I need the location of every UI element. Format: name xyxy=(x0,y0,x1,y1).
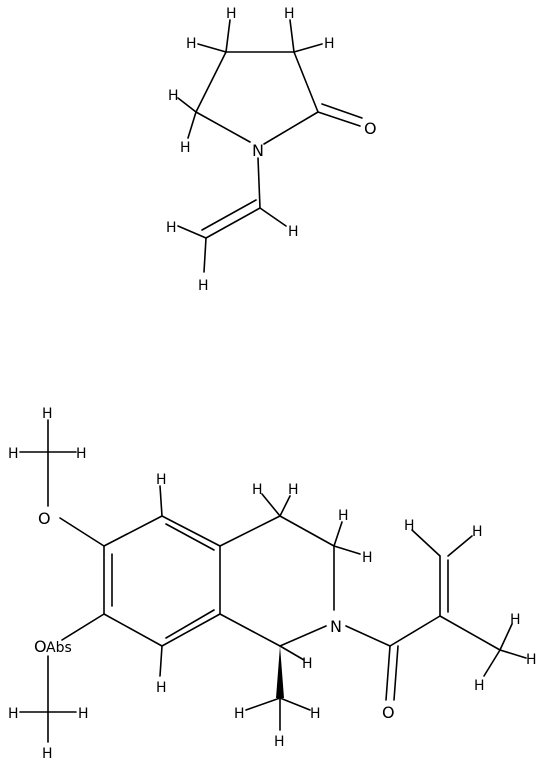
oxygen-label: O xyxy=(38,509,51,528)
oxygen-label: O xyxy=(34,637,47,656)
hydrogen-label: H xyxy=(324,36,335,52)
hydrogen-label: H xyxy=(310,706,321,722)
hydrogen-label: H xyxy=(166,220,177,236)
hydrogen-label: H xyxy=(226,6,237,22)
hydrogen-label: H xyxy=(168,88,179,104)
bond-carbonyl-calpha xyxy=(389,615,441,647)
bond-ring xyxy=(103,515,163,547)
bond-h xyxy=(279,645,305,661)
hydrogen-label: H xyxy=(156,472,167,488)
abs-stereo-label: Abs xyxy=(46,640,72,656)
oxygen-label: O xyxy=(382,703,395,722)
hydrogen-label: H xyxy=(338,508,349,524)
hydrogen-label: H xyxy=(8,706,19,722)
hydrogen-label: H xyxy=(510,612,521,628)
bond-c4a-c4 xyxy=(219,515,281,547)
bond-c-o-2 xyxy=(393,645,399,701)
hydrogen-label: H xyxy=(8,446,19,462)
hydrogen-label: H xyxy=(288,224,299,240)
hydrogen-label: H xyxy=(526,652,537,668)
hydrogen-label: H xyxy=(234,706,245,722)
bond-n-carbonyl xyxy=(345,625,391,647)
bond-h xyxy=(333,521,343,547)
hydrogen-label: H xyxy=(288,482,299,498)
bond-h xyxy=(447,535,473,557)
hydrogen-label: H xyxy=(186,36,197,52)
hydrogen-label: H xyxy=(474,678,485,694)
bond-c4-c3 xyxy=(279,515,335,547)
bond-h xyxy=(259,207,287,227)
bond-c6-o xyxy=(59,517,105,547)
bond-h xyxy=(411,529,441,557)
stereo-wedge xyxy=(276,646,284,698)
hydrogen-label: H xyxy=(180,140,191,156)
bond-vinyl-double xyxy=(205,207,261,239)
bond-h xyxy=(159,645,163,677)
bond-c1-c8a xyxy=(219,613,281,647)
bond-ring xyxy=(161,515,221,547)
bond-h xyxy=(499,649,527,659)
bond-c5-c4 xyxy=(195,51,227,113)
bond-h xyxy=(279,697,311,711)
bond-h xyxy=(197,43,227,53)
bond-ring xyxy=(103,613,163,647)
bond-h xyxy=(289,19,295,53)
bond-c3-c2 xyxy=(293,51,319,113)
bond-h xyxy=(245,697,281,711)
hydrogen-label: H xyxy=(362,550,373,566)
bond-ring-inner xyxy=(165,523,215,551)
hydrogen-label: H xyxy=(78,706,89,722)
bond-h xyxy=(279,495,291,517)
bond-vinyl-double-2 xyxy=(201,199,257,231)
hydrogen-label: H xyxy=(472,524,483,540)
hydrogen-label: H xyxy=(302,656,313,672)
bond-h xyxy=(499,623,513,651)
bond-c-o xyxy=(385,645,391,701)
bond-h xyxy=(177,97,197,113)
hydrogen-label: H xyxy=(42,406,53,422)
bond-h xyxy=(261,493,281,517)
hydrogen-label: H xyxy=(76,446,87,462)
bond-n-c1 xyxy=(279,625,327,647)
bond-n-vinyl xyxy=(257,157,261,209)
bond-h xyxy=(203,237,207,273)
bond-h xyxy=(225,19,231,53)
bond-h xyxy=(483,649,501,677)
bond-c2-o xyxy=(317,111,361,127)
bond-ring xyxy=(161,613,221,647)
bond-c2-o-2 xyxy=(321,103,363,119)
molecule-isoquinoline: N O O O Abs H H H H H H H H H H H H H H … xyxy=(8,406,537,762)
hydrogen-label: H xyxy=(274,734,285,750)
nitrogen-label: N xyxy=(252,141,264,160)
hydrogen-label: H xyxy=(404,518,415,534)
bond-h xyxy=(159,485,163,517)
bond-h xyxy=(293,43,323,53)
hydrogen-label: H xyxy=(198,278,209,294)
oxygen-label: O xyxy=(364,119,377,138)
bond-h xyxy=(187,111,197,139)
bond-methyl xyxy=(439,615,501,651)
bond-h xyxy=(333,545,361,555)
hydrogen-label: H xyxy=(42,746,53,762)
hydrogen-label: H xyxy=(252,482,263,498)
bond-h xyxy=(177,225,207,239)
hydrogen-label: H xyxy=(156,680,167,696)
nitrogen-label: N xyxy=(330,617,342,636)
bond-c2-n xyxy=(263,111,319,145)
bond-n-c5 xyxy=(195,111,251,143)
bond-ring-inner xyxy=(165,609,215,639)
molecule-vinylpyrrolidone: N O H H H H H H H H H xyxy=(166,6,377,294)
hydrogen-label: H xyxy=(284,6,295,22)
bond-c7-o xyxy=(61,613,105,641)
